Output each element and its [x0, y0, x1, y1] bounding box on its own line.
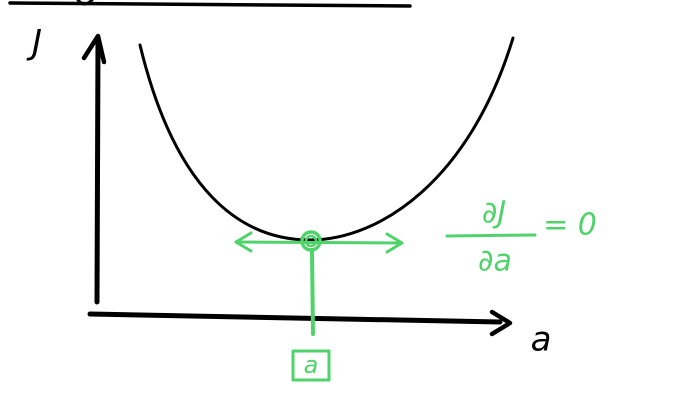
- x-marker-label: a: [304, 351, 319, 379]
- minimum-point-inner: [304, 234, 318, 248]
- fraction-bar: [445, 233, 537, 238]
- x-axis-label: a: [531, 320, 552, 360]
- drop-line: [310, 248, 315, 336]
- top-divider-line: [8, 1, 412, 8]
- cost-curve: [138, 36, 515, 242]
- x-marker-box: [291, 349, 331, 382]
- y-axis-arrowhead: [81, 33, 107, 65]
- x-axis-line: [87, 311, 503, 325]
- tangent-arrow-left: [234, 231, 253, 253]
- y-axis-label: J: [26, 23, 42, 63]
- x-axis-arrowhead: [489, 309, 513, 337]
- y-axis-line: [94, 39, 101, 305]
- derivative-denominator: ∂a: [478, 244, 512, 279]
- top-cropped-mark: [76, 0, 94, 6]
- derivative-numerator: ∂J: [482, 196, 506, 231]
- tangent-arrow-right: [385, 232, 404, 254]
- derivative-equals: = 0: [543, 208, 597, 243]
